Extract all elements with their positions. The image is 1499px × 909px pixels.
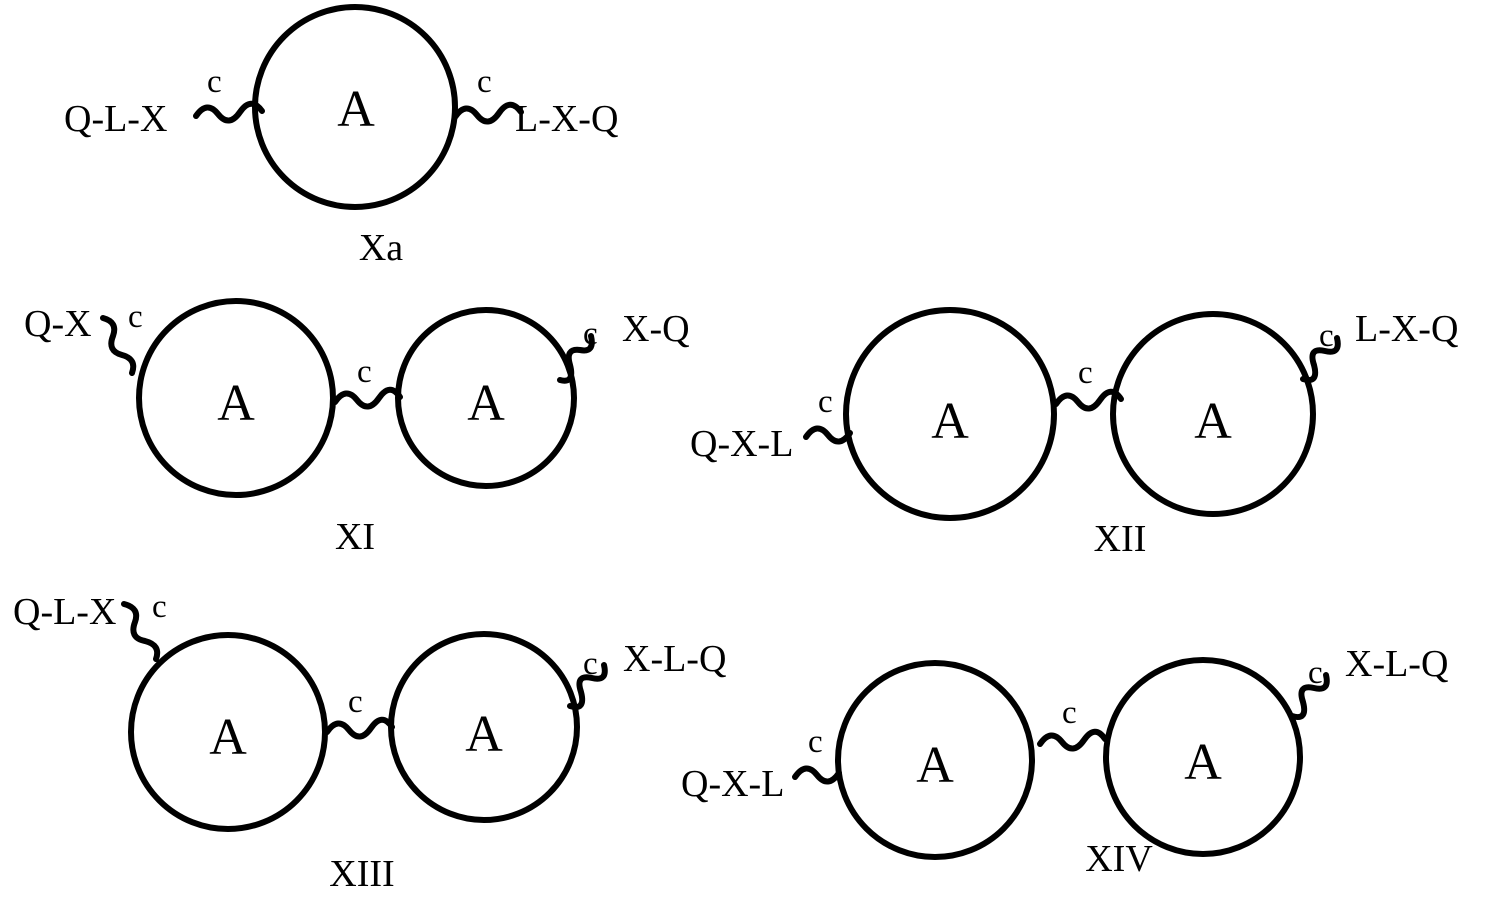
chain-label-xiv-right: X-L-Q: [1345, 643, 1449, 685]
wavy-bond-xiv-right: [1289, 672, 1330, 720]
wavy-bond-xiii-middle: [324, 716, 395, 740]
chain-label-xii-right: L-X-Q: [1355, 308, 1459, 350]
wavy-bond-xiv-left: [792, 765, 842, 785]
wavy-bond-xii-middle: [1053, 388, 1124, 412]
chain-label-xiv-left: Q-X-L: [681, 763, 785, 805]
core-letter-xiv-right: A: [1184, 734, 1222, 791]
chain-label-xa-left: Q-L-X: [64, 98, 168, 140]
bond-letter-xii-left: c: [818, 384, 833, 420]
bond-letter-xa-right: c: [477, 64, 492, 100]
wavy-bond-xii-right: [1300, 335, 1341, 383]
wavy-bond-xa-left: [193, 100, 265, 124]
wavy-bond-xi-middle: [332, 386, 403, 410]
bond-letter-xi-middle: c: [357, 354, 372, 390]
wavy-bond-xiii-right: [567, 662, 608, 710]
structure-label-xi: XI: [334, 516, 376, 558]
wavy-bond-xiii-left: [121, 601, 161, 662]
core-letter-xa: A: [337, 81, 375, 138]
bond-letter-xa-left: c: [207, 64, 222, 100]
core-ring-xi-left: [136, 298, 336, 498]
structure-label-xiv: XIV: [1085, 838, 1153, 880]
core-ring-xiv-left: [835, 660, 1035, 860]
structure-label-xii: XII: [1093, 518, 1147, 560]
bond-letter-xiv-left: c: [808, 724, 823, 760]
core-letter-xii-right: A: [1194, 393, 1232, 450]
bond-letter-xi-left: c: [128, 299, 143, 335]
structure-label-xa: Xa: [358, 227, 404, 269]
core-letter-xii-left: A: [931, 393, 969, 450]
core-letter-xiv-left: A: [916, 737, 954, 794]
structure-label-xiii: XIII: [329, 853, 395, 895]
bond-letter-xiii-left: c: [152, 589, 167, 625]
chain-label-xi-right: X-Q: [622, 308, 690, 350]
core-letter-xiii-right: A: [465, 706, 503, 763]
core-letter-xiii-left: A: [209, 709, 247, 766]
bond-letter-xiii-right: c: [583, 646, 598, 682]
wavy-bond-xa-right: [452, 101, 524, 125]
bond-letter-xiii-middle: c: [348, 684, 363, 720]
chain-label-xii-left: Q-X-L: [690, 423, 794, 465]
chain-label-xa-right: L-X-Q: [515, 98, 619, 140]
wavy-bond-xii-left: [803, 425, 853, 445]
bond-letter-xiv-right: c: [1308, 655, 1323, 691]
chain-label-xiii-left: Q-L-X: [13, 591, 117, 633]
core-ring-xii-left: [843, 307, 1057, 521]
wavy-bond-xi-left: [100, 315, 137, 376]
core-letter-xi-right: A: [467, 375, 505, 432]
chain-label-xi-left: Q-X: [24, 303, 92, 345]
chain-label-xiii-right: X-L-Q: [623, 638, 727, 680]
wavy-bond-xi-right: [557, 333, 595, 384]
bond-letter-xii-right: c: [1319, 318, 1334, 354]
core-letter-xi-left: A: [217, 375, 255, 432]
core-ring-xii-right: [1110, 311, 1316, 517]
wavy-bond-xiv-middle: [1037, 728, 1108, 752]
bond-letter-xiv-middle: c: [1062, 695, 1077, 731]
bond-letter-xi-right: c: [583, 316, 598, 352]
core-ring-xiv-right: [1103, 657, 1303, 857]
bond-letter-xii-middle: c: [1078, 355, 1093, 391]
